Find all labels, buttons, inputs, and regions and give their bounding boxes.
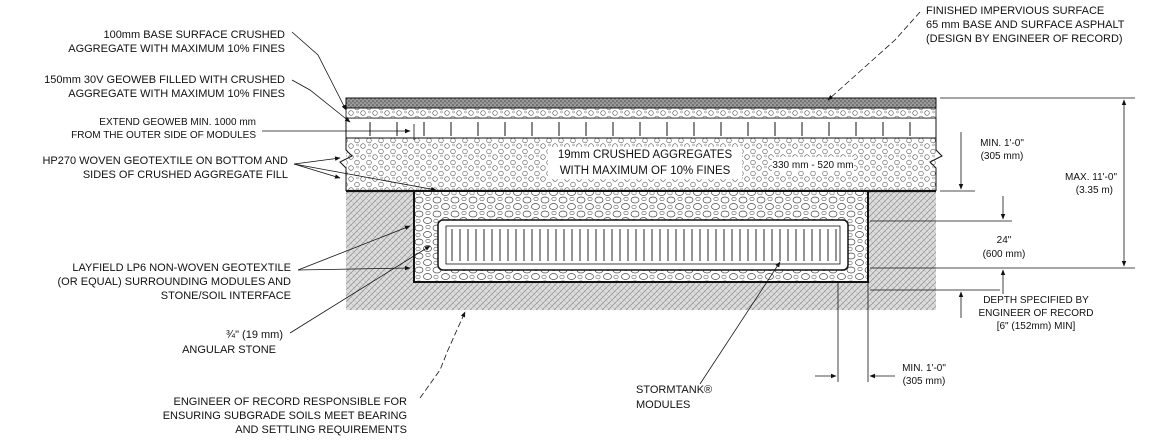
label-engineer-subgrade-line2: ENSURING SUBGRADE SOILS MEET BEARING — [163, 410, 407, 422]
label-crushed-aggregates: 19mm CRUSHED AGGREGATES WITH MAXIMUM OF … — [548, 147, 742, 179]
dim-min-side-line2: (305 mm) — [903, 376, 946, 387]
dim-depth-specified: DEPTH SPECIFIED BY ENGINEER OF RECORD [6… — [978, 295, 1093, 332]
dim-module-height-line2: (600 mm) — [983, 249, 1026, 260]
label-extend-geoweb-line1: EXTEND GEOWEB MIN. 1000 mm — [99, 117, 256, 128]
cross-section — [339, 97, 943, 310]
label-engineer-subgrade: ENGINEER OF RECORD RESPONSIBLE FOR ENSUR… — [163, 396, 407, 436]
label-finished-surface-line3: (DESIGN BY ENGINEER OF RECORD) — [926, 33, 1123, 45]
base-surface-layer — [345, 107, 937, 119]
dim-max-depth: MAX. 11'-0" (3.35 m) — [1065, 172, 1117, 196]
dim-min-side-line1: MIN. 1'-0" — [902, 363, 946, 374]
label-extend-geoweb: EXTEND GEOWEB MIN. 1000 mm FROM THE OUTE… — [71, 117, 256, 141]
label-hp270: HP270 WOVEN GEOTEXTILE ON BOTTOM AND SID… — [42, 155, 288, 181]
label-stormtank: STORMTANK® MODULES — [636, 384, 712, 411]
dim-module-height-line1: 24" — [997, 235, 1012, 246]
dim-min-side: MIN. 1'-0" (305 mm) — [902, 363, 946, 387]
label-angular-stone: ¾" (19 mm) ANGULAR STONE — [182, 329, 283, 356]
leader-angular-stone — [289, 245, 431, 334]
label-angular-stone-line2: ANGULAR STONE — [182, 344, 276, 356]
label-geoweb: 150mm 30V GEOWEB FILLED WITH CRUSHED AGG… — [44, 74, 285, 100]
label-base-surface-line2: AGGREGATE WITH MAXIMUM 10% FINES — [68, 43, 285, 55]
label-geoweb-line1: 150mm 30V GEOWEB FILLED WITH CRUSHED — [44, 74, 285, 86]
dim-depth-specified-line2: ENGINEER OF RECORD — [978, 308, 1093, 319]
dim-max-depth-line2: (3.35 m) — [1076, 185, 1113, 196]
label-geoweb-line2: AGGREGATE WITH MAXIMUM 10% FINES — [68, 88, 285, 100]
label-layfield-line1: LAYFIELD LP6 NON-WOVEN GEOTEXTILE — [72, 262, 291, 274]
break-line-right — [929, 138, 943, 191]
dim-depth-specified-line3: [6" (152mm) MIN] — [997, 321, 1076, 332]
label-finished-surface-line2: 65 mm BASE AND SURFACE ASPHALT — [926, 19, 1125, 31]
leader-hp270-c — [293, 163, 437, 192]
leader-engineer-subgrade — [419, 311, 466, 399]
module-inner — [445, 225, 841, 265]
dim-module-height: 24" (600 mm) — [983, 235, 1026, 260]
leader-hp270-a — [293, 156, 341, 165]
label-thickness-range: 330 mm - 520 mm — [772, 157, 854, 171]
geoweb-layer — [345, 117, 937, 139]
label-layfield-line3: STONE/SOIL INTERFACE — [161, 290, 291, 302]
dim-min-cover-line2: (305 mm) — [981, 151, 1024, 162]
label-stormtank-line2: MODULES — [636, 399, 690, 411]
break-line-left — [339, 138, 353, 191]
leader-geoweb — [291, 79, 351, 123]
dim-min-cover: MIN. 1'-0" (305 mm) — [980, 138, 1024, 162]
label-stormtank-line1: STORMTANK® — [636, 384, 712, 396]
label-hp270-line2: SIDES OF CRUSHED AGGREGATE FILL — [83, 169, 288, 181]
label-angular-stone-line1: ¾" (19 mm) — [226, 329, 283, 341]
label-hp270-line1: HP270 WOVEN GEOTEXTILE ON BOTTOM AND — [42, 155, 288, 167]
label-base-surface: 100mm BASE SURFACE CRUSHED AGGREGATE WIT… — [68, 29, 285, 55]
dim-min-cover-line1: MIN. 1'-0" — [980, 138, 1024, 149]
label-finished-surface: FINISHED IMPERVIOUS SURFACE 65 mm BASE A… — [926, 5, 1125, 45]
module-ribs — [451, 229, 837, 261]
leader-layfield-b — [297, 265, 411, 271]
label-base-surface-line1: 100mm BASE SURFACE CRUSHED — [103, 29, 285, 41]
label-layfield: LAYFIELD LP6 NON-WOVEN GEOTEXTILE (OR EQ… — [58, 262, 292, 302]
leader-base-surface — [291, 31, 347, 111]
label-crushed-aggregates-line2: WITH MAXIMUM OF 10% FINES — [560, 165, 731, 177]
label-thickness-range-text: 330 mm - 520 mm — [772, 160, 853, 171]
label-layfield-line2: (OR EQUAL) SURROUNDING MODULES AND — [58, 276, 292, 288]
leader-finished-surface — [827, 11, 921, 101]
label-finished-surface-line1: FINISHED IMPERVIOUS SURFACE — [926, 5, 1104, 17]
stormtank-modules — [437, 219, 849, 271]
dimension-lines — [815, 97, 1135, 382]
dim-max-depth-line1: MAX. 11'-0" — [1065, 172, 1117, 183]
label-extend-geoweb-line2: FROM THE OUTER SIDE OF MODULES — [71, 130, 256, 141]
geoweb-cells — [369, 122, 911, 136]
leader-stormtank — [699, 261, 781, 385]
leader-hp270-b — [293, 163, 341, 179]
asphalt-layer — [345, 97, 937, 109]
dim-depth-specified-line1: DEPTH SPECIFIED BY — [983, 295, 1089, 306]
label-engineer-subgrade-line3: AND SETTLING REQUIREMENTS — [235, 424, 407, 436]
leader-layfield-a — [297, 225, 411, 271]
label-engineer-subgrade-line1: ENGINEER OF RECORD RESPONSIBLE FOR — [174, 396, 408, 408]
label-crushed-aggregates-line1: 19mm CRUSHED AGGREGATES — [558, 149, 733, 161]
